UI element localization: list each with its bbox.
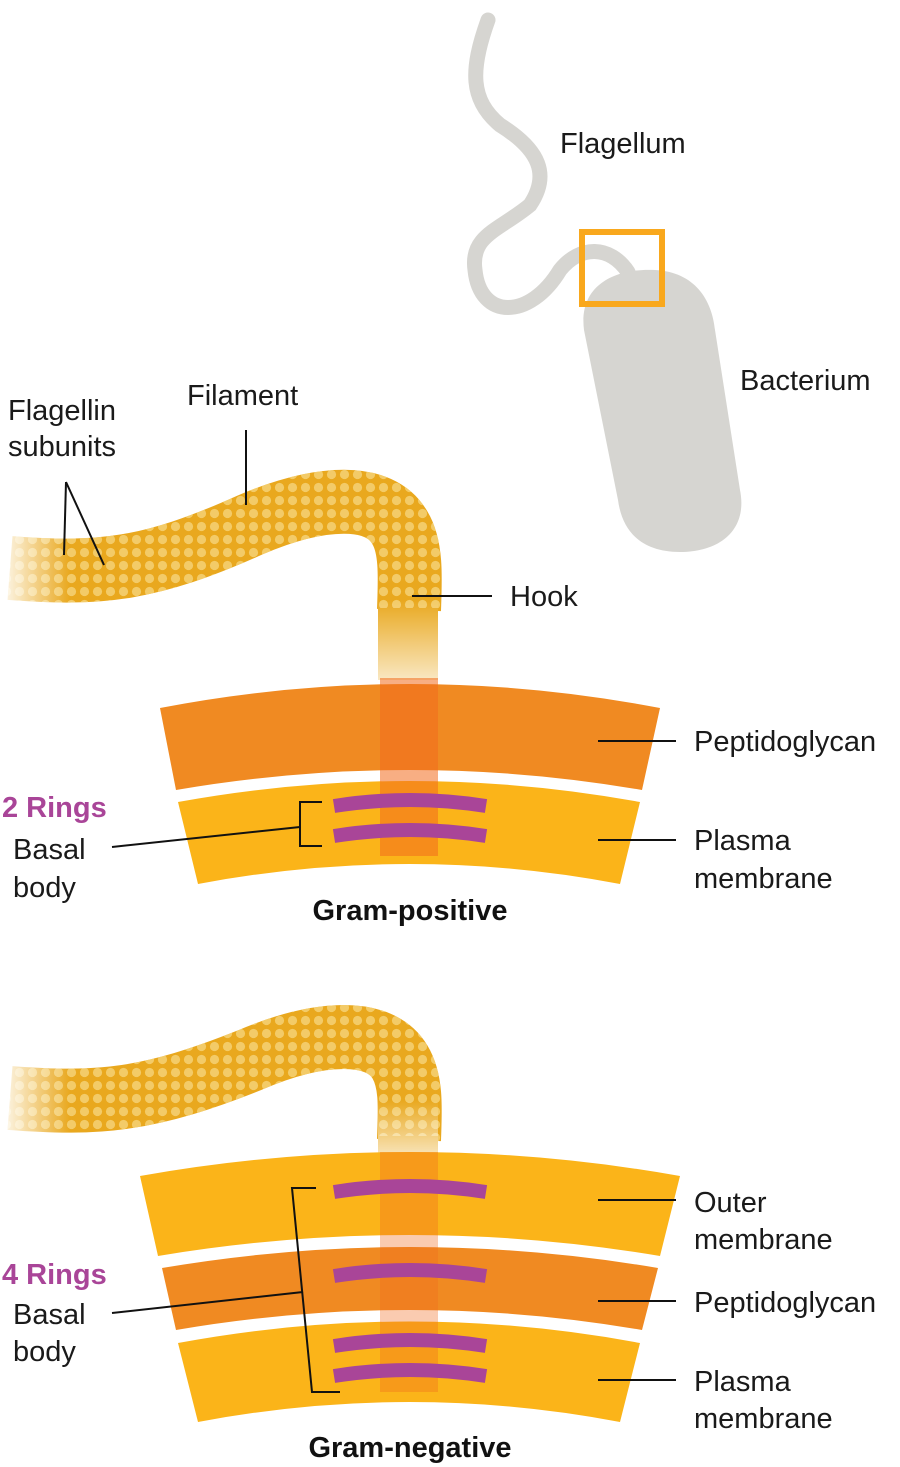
gram-positive-group: Flagellin subunits Filament Hook Peptido…	[0, 380, 876, 927]
plasma-label-gn-line2: membrane	[694, 1403, 833, 1435]
gram-negative-group: Outer membrane Peptidoglycan Plasma memb…	[0, 1005, 876, 1464]
plasma-label-gn-line1: Plasma	[694, 1366, 792, 1398]
flagellum-label: Flagellum	[560, 128, 686, 160]
ring-gp-2	[332, 823, 488, 843]
plasma-label-gp-line2: membrane	[694, 863, 833, 895]
bracket-gp	[299, 801, 322, 847]
filament-label: Filament	[187, 380, 298, 412]
plasma-label-gp-line1: Plasma	[694, 825, 792, 857]
outer-membrane-layer-gn	[140, 1152, 680, 1256]
peptidoglycan-label-gp: Peptidoglycan	[694, 726, 876, 758]
basal-label-gp-line1: Basal	[13, 834, 86, 866]
gram-positive-title: Gram-positive	[313, 895, 508, 927]
filament-tip-fade-gp	[0, 520, 70, 620]
flagellin-subunits-gn	[7, 1005, 442, 1142]
outer-label-gn-line2: membrane	[694, 1224, 833, 1256]
rings-label-gn: 4 Rings	[2, 1259, 107, 1291]
leader-basal-gp	[111, 826, 301, 848]
flagellin-label-line2: subunits	[8, 431, 116, 463]
leader-flagellin-b	[65, 481, 105, 566]
hook-fade-gp	[378, 600, 438, 682]
rings-label-gp: 2 Rings	[2, 792, 107, 824]
peptidoglycan-label-gn: Peptidoglycan	[694, 1287, 876, 1319]
bracket-gn	[290, 1187, 340, 1393]
leader-flagellin-a	[63, 481, 67, 556]
basal-label-gn-line2: body	[13, 1336, 76, 1368]
ring-gn-4	[332, 1363, 488, 1383]
leader-basal-gn	[111, 1291, 304, 1314]
ring-gn-3	[332, 1333, 488, 1353]
highlight-box	[579, 229, 665, 307]
flagellin-subunits-gp	[7, 469, 442, 612]
bacterium-body	[583, 269, 742, 552]
outer-label-gn-line1: Outer	[694, 1187, 767, 1219]
basal-label-gp-line2: body	[13, 872, 76, 904]
bacterium-label: Bacterium	[740, 365, 871, 397]
gram-negative-title: Gram-negative	[308, 1432, 511, 1464]
overview-flagellum	[466, 12, 636, 315]
basal-label-gn-line1: Basal	[13, 1299, 86, 1331]
overview-group: Flagellum Bacterium	[466, 12, 871, 552]
ring-gn-1	[332, 1179, 488, 1199]
filament-tip-fade-gn	[0, 1052, 70, 1152]
hook-fade-gn	[378, 1100, 438, 1160]
flagellin-label-line1: Flagellin	[8, 395, 116, 427]
ring-gp-1	[332, 793, 488, 813]
ring-gn-2	[332, 1263, 488, 1283]
peptidoglycan-layer-gn	[162, 1247, 658, 1330]
hook-label: Hook	[510, 581, 578, 613]
